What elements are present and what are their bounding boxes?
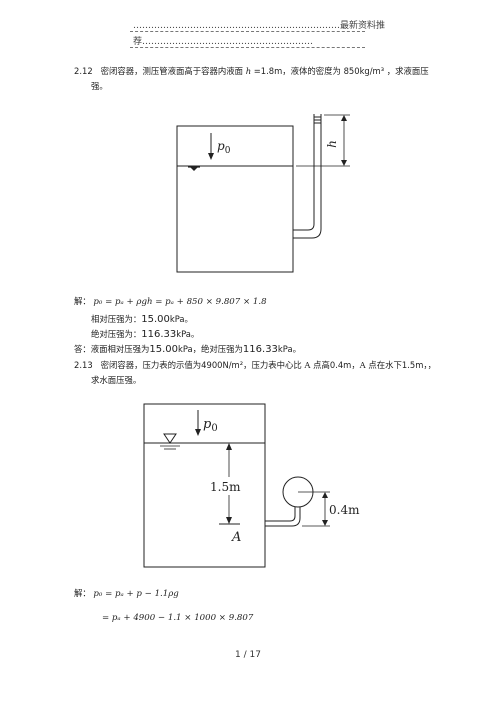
height-arrow-up-icon [322, 492, 328, 498]
problem-2-13-line-2: 求水面压强。 [91, 375, 142, 385]
gauge-pipe-inner [265, 506, 296, 522]
tank-outline [143, 403, 266, 568]
p0-symbol: p [217, 139, 225, 153]
p0-arrow-head-icon [195, 429, 201, 436]
absolute-pressure-row: 绝对压强为：116.33kPa。 [91, 328, 199, 341]
header-line-1: ……………………………………………………………最新资料推 [133, 21, 386, 31]
solution-equation-1: p₀ = pₐ + p − 1.1ρg [93, 589, 179, 599]
problem-number: 2.12 [74, 66, 93, 76]
tube-outer-wall [293, 114, 322, 239]
solution-equation-2: = pₐ + 4900 − 1.1 × 1000 × 9.807 [102, 613, 254, 623]
surface-marker-icon [190, 167, 198, 171]
answer-text: ，绝对压强为 [192, 344, 243, 354]
relative-pressure-label: 相对压强为： [91, 314, 142, 324]
problem-text: ，， [423, 360, 436, 370]
solution-label: 解： [74, 296, 91, 306]
solution-2-12-eq-row: 解： p₀ = pₐ + ρgh = pₐ + 850 × 9.807 × 1.… [74, 295, 267, 308]
problem-text: =1.8m，液体的密度为 [253, 66, 341, 76]
p0-symbol: p [203, 417, 212, 432]
answer-text: 答：液面相对压强为 [74, 344, 150, 354]
solution-2-13-eq-row-2: = pₐ + 4900 − 1.1 × 1000 × 9.807 [102, 611, 253, 624]
gauge-height: 0.4m [329, 360, 352, 370]
problem-2-13-line-1: 2.13 密闭容器，压力表的示值为4900N/m²，压力表中心比 A 点高0.4… [74, 359, 436, 371]
h-dim-label: h [325, 140, 339, 148]
answer-relative-unit: kPa [178, 344, 193, 354]
h-dim-arrow-down-icon [341, 160, 347, 166]
problem-2-12-line-1: 2.12 密闭容器，测压管液面高于容器内液面 h =1.8m，液体的密度为 85… [74, 65, 429, 77]
figure-2-13-tank: p0 1.5m A 0.4m [143, 403, 360, 568]
page-number: 1 / 17 [235, 650, 261, 660]
p0-label: p0 [217, 139, 231, 156]
solution-2-13-eq-row: 解： p₀ = pₐ + p − 1.1ρg [74, 587, 179, 600]
absolute-pressure-label: 绝对压强为： [91, 329, 142, 339]
tank-outline [176, 125, 294, 273]
absolute-pressure-unit: kPa。 [176, 329, 200, 339]
depth-label: 1.5m [210, 480, 241, 494]
problem-text: 密闭容器，测压管液面高于容器内液面 [100, 66, 244, 76]
p0-subscript: 0 [211, 423, 217, 434]
depth-arrow-up-icon [226, 443, 232, 450]
problem-text: ，压力表中心比 A 点高 [243, 360, 330, 370]
tube-inner-wall [293, 114, 315, 231]
relative-pressure-value: 15.00 [141, 314, 170, 325]
point-a-label: A [231, 530, 241, 545]
figure-2-12-tank: p0 h [176, 114, 350, 273]
relative-pressure-row: 相对压强为：15.00kPa。 [91, 313, 193, 326]
gauge-reading: 4900N/m² [201, 360, 244, 370]
answer-absolute-value: 116.33 [242, 344, 278, 355]
surface-marker-icon [163, 433, 177, 444]
header-line-2: 荐………………………………………………… [133, 37, 314, 47]
solution-equation: p₀ = pₐ + ρgh = pₐ + 850 × 9.807 × 1.8 [93, 297, 267, 307]
problem-text: ，A 点在水下 [351, 360, 402, 370]
p0-arrow-head-icon [208, 153, 214, 160]
p0-label: p0 [203, 417, 218, 434]
height-arrow-down-icon [322, 520, 328, 526]
solution-label: 解： [74, 588, 91, 598]
problem-text: ，求液面压 [386, 66, 429, 76]
problem-2-12-line-2: 强。 [91, 81, 108, 91]
problem-text: 密闭容器，压力表的示值为 [100, 360, 202, 370]
header-divider-top [130, 31, 365, 32]
header-divider-bottom [130, 47, 365, 48]
relative-pressure-unit: kPa。 [169, 314, 193, 324]
height-label: 0.4m [329, 503, 360, 517]
absolute-pressure-value: 116.33 [141, 329, 177, 340]
h-symbol: h [245, 66, 252, 76]
gauge-pipe-outer [265, 506, 301, 527]
answer-2-12-row: 答：液面相对压强为15.00kPa，绝对压强为116.33kPa。 [74, 343, 301, 356]
p0-subscript: 0 [225, 146, 231, 156]
h-dim-arrow-up-icon [341, 115, 347, 121]
answer-relative-value: 15.00 [149, 344, 179, 355]
density-value: 850kg/m³ [343, 66, 385, 76]
answer-absolute-unit: kPa。 [277, 344, 301, 354]
problem-number: 2.13 [74, 360, 93, 370]
point-depth: 1.5m [401, 360, 424, 370]
depth-arrow-down-icon [226, 517, 232, 524]
